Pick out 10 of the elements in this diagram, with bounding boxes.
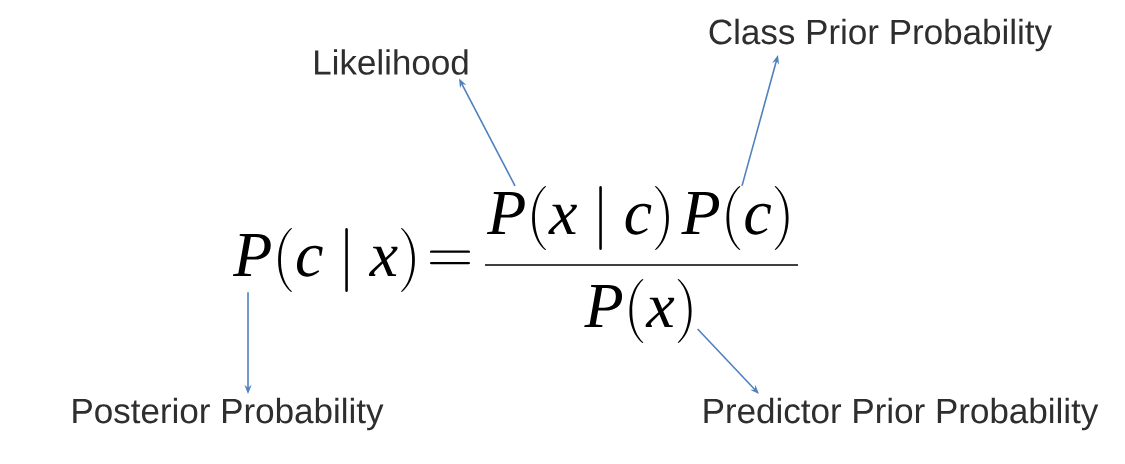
term-label: Likelihood (315, 49, 468, 75)
arrow (696, 328, 759, 394)
formula-term: $P(x \mid c)$ (486, 186, 669, 250)
term-label: Predictor Prior Probability (704, 397, 1099, 431)
formula-term: $P(x)$ (584, 279, 692, 343)
formula-term: $P(c \mid x)$ (232, 228, 415, 292)
term-label: Class Prior Probability (709, 18, 1052, 52)
term-label: Posterior Probability (73, 397, 384, 431)
equals-sign: $=$ (429, 250, 471, 265)
formula-term: $P(c)$ (681, 186, 789, 250)
